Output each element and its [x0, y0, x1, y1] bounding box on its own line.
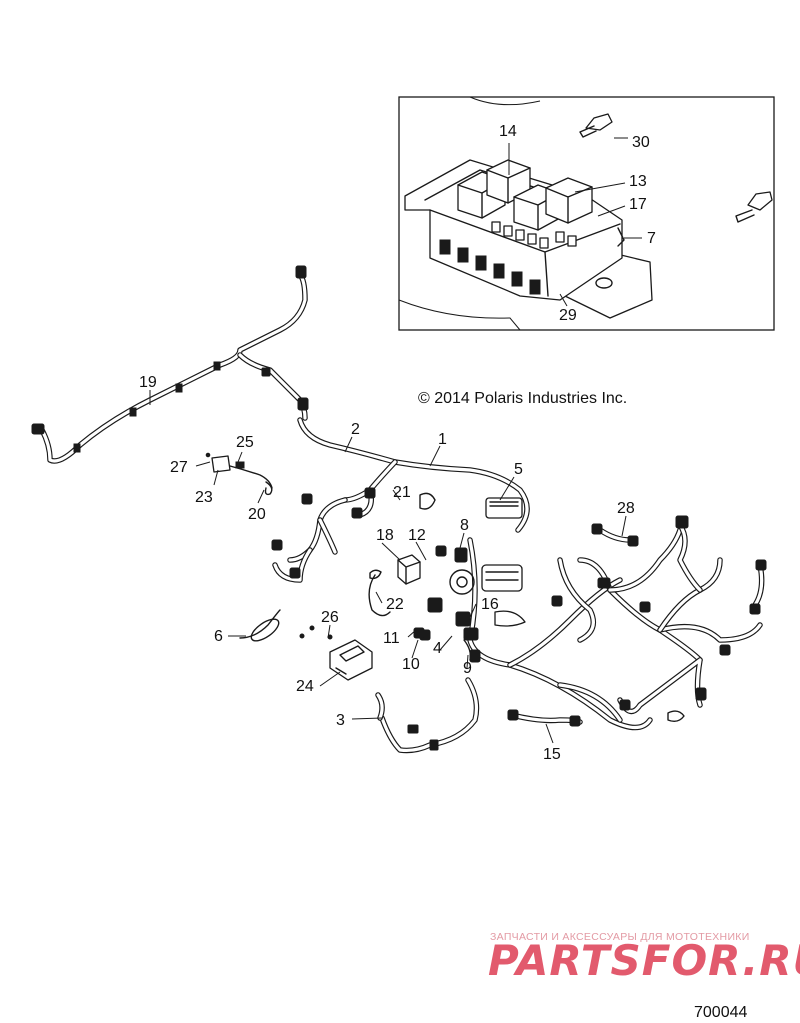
- fuse-box-connectors: [439, 239, 541, 295]
- grommet-21: [419, 492, 436, 510]
- callout-10: 10: [402, 656, 420, 673]
- callout-15: 15: [543, 746, 561, 763]
- callout-22: 22: [386, 596, 404, 613]
- callout-8: 8: [460, 517, 469, 534]
- sensor-bracket-23: [205, 452, 273, 496]
- figure-id: 700044: [694, 1004, 747, 1021]
- callout-2: 2: [351, 421, 360, 438]
- harness-28: [591, 515, 767, 615]
- watermark: ЗАПЧАСТИ И АКСЕССУАРЫ ДЛЯ МОТОТЕХНИКИ PA…: [488, 931, 800, 985]
- watermark-tagline: ЗАПЧАСТИ И АКСЕССУАРЫ ДЛЯ МОТОТЕХНИКИ: [490, 931, 750, 943]
- sensor-10: [413, 627, 425, 639]
- callout-20: 20: [248, 506, 266, 523]
- copyright-notice: © 2014 Polaris Industries Inc.: [418, 390, 627, 407]
- harness-15: [507, 709, 583, 727]
- relay-13b: [545, 177, 593, 224]
- relay-18: [397, 554, 421, 585]
- bolt-30-right: [735, 191, 773, 223]
- clip-22: [368, 574, 391, 617]
- fuses-17: [491, 221, 577, 249]
- callout-24: 24: [296, 678, 314, 695]
- callout-1: 1: [438, 431, 447, 448]
- fuse-puller-7: [617, 227, 625, 247]
- inset-frame: [398, 96, 775, 331]
- callout-labels: 1 2 3 4 5 6 7 8 9 10 11 12 13 14 15 16 1…: [139, 123, 656, 763]
- callout-6: 6: [214, 628, 223, 645]
- callout-18: 18: [376, 527, 394, 544]
- rear-harness-19: [31, 265, 309, 464]
- callout-30: 30: [632, 134, 650, 151]
- ground-point-8: [449, 569, 475, 595]
- callout-27: 27: [170, 459, 188, 476]
- bolt-30-top: [579, 113, 613, 138]
- callout-25: 25: [236, 434, 254, 451]
- clip-9: [463, 639, 472, 661]
- callout-21: 21: [393, 484, 411, 501]
- callout-4: 4: [433, 640, 442, 657]
- leaders: [149, 390, 627, 744]
- cable-tie-6: [239, 609, 281, 642]
- harness-3: [375, 677, 480, 754]
- callout-14: 14: [499, 123, 517, 140]
- screws-26: [299, 625, 333, 640]
- callout-26: 26: [321, 609, 339, 626]
- ecu-24: [329, 639, 373, 681]
- callout-7: 7: [647, 230, 656, 247]
- callout-23: 23: [195, 489, 213, 506]
- watermark-brand: PARTSFOR.RU: [488, 936, 800, 985]
- callout-13: 13: [629, 173, 647, 190]
- callout-11: 11: [383, 630, 400, 647]
- callout-17: 17: [629, 196, 647, 213]
- callout-5: 5: [514, 461, 523, 478]
- main-harness-1: [271, 417, 763, 731]
- callout-19: 19: [139, 374, 157, 391]
- relay-module: [481, 564, 523, 592]
- callout-12: 12: [408, 527, 426, 544]
- callout-3: 3: [336, 712, 345, 729]
- connector-5: [485, 497, 523, 519]
- callout-28: 28: [617, 500, 635, 517]
- callout-29: 29: [559, 307, 577, 324]
- callout-16: 16: [481, 596, 499, 613]
- fuse-box-inset: [398, 96, 775, 331]
- callout-9: 9: [463, 660, 472, 677]
